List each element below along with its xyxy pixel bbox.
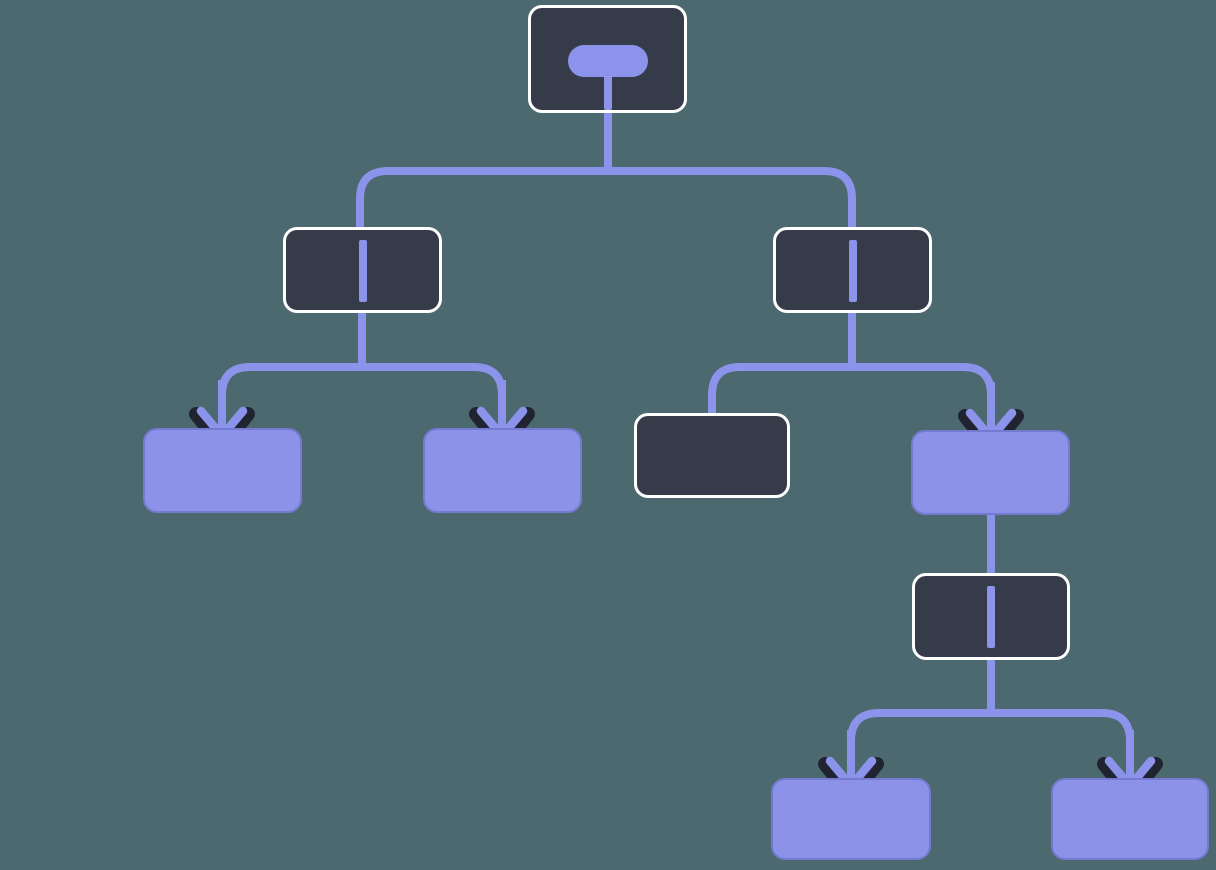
edge-branchright-plain[interactable] [708, 311, 856, 415]
node-branch-right[interactable] [773, 227, 932, 313]
node-branch-left[interactable] [283, 227, 442, 313]
node-branch-lower[interactable] [912, 573, 1070, 660]
node-content-bar [848, 239, 857, 302]
edge-root-branchleft[interactable] [356, 111, 612, 227]
node-plain-dark[interactable] [634, 413, 790, 498]
node-content-bar [987, 586, 995, 648]
edge-branchleft-leaf2[interactable] [358, 311, 506, 424]
node-leaf-left-2[interactable] [423, 428, 582, 513]
node-content-bar [358, 239, 367, 302]
node-root[interactable] [528, 5, 687, 113]
node-leaf-right[interactable] [911, 430, 1070, 515]
edge-branchright-leafright[interactable] [848, 311, 995, 426]
edge-branchlower-leafb2[interactable] [987, 658, 1134, 774]
node-content-pill [567, 45, 648, 77]
edge-root-branchright[interactable] [604, 111, 856, 227]
node-content-stem [603, 75, 612, 110]
node-leaf-bottom-1[interactable] [771, 778, 931, 860]
edge-branchlower-leafb1[interactable] [847, 658, 995, 774]
node-leaf-left-1[interactable] [143, 428, 302, 513]
edge-branchleft-leaf1[interactable] [218, 311, 366, 424]
node-leaf-bottom-2[interactable] [1051, 778, 1209, 860]
